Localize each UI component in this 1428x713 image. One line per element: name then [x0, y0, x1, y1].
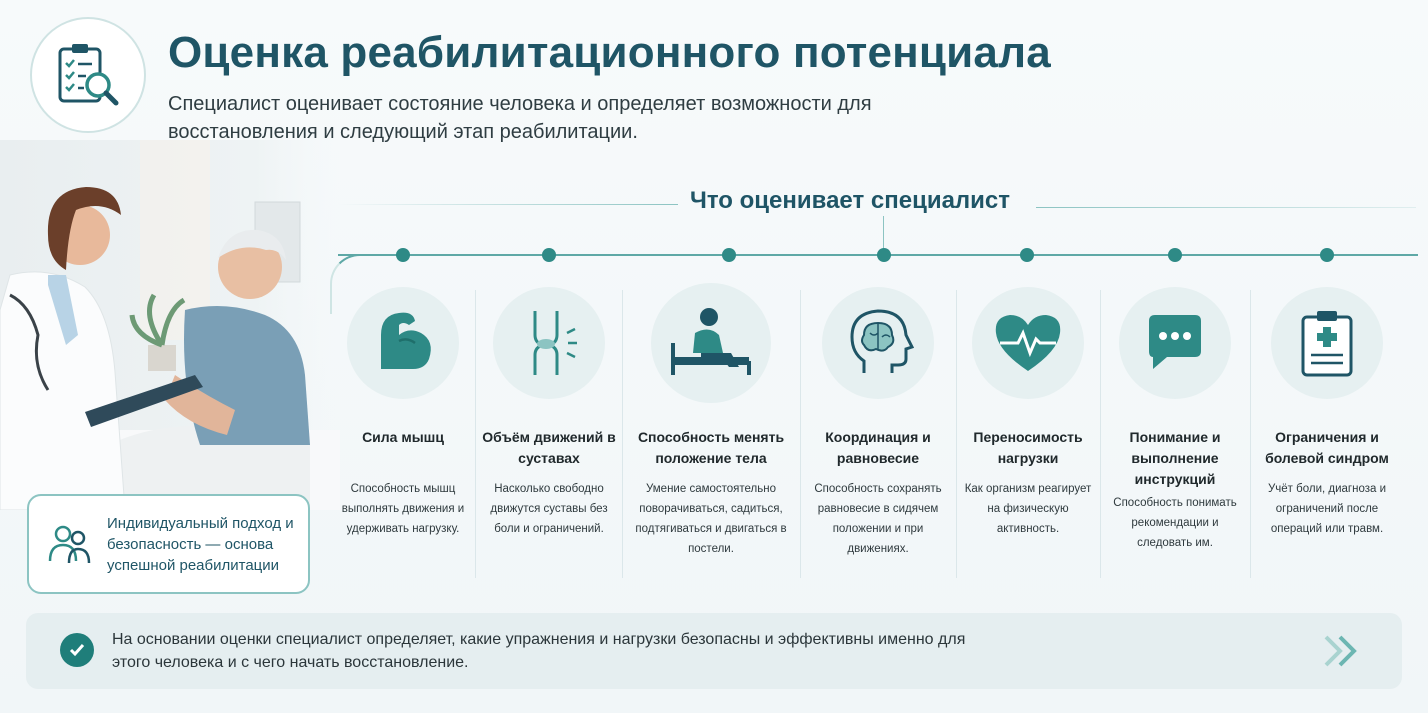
- card-description: Насколько свободно движутся суставы без …: [490, 483, 608, 535]
- page-subtitle: Специалист оценивает состояние человека …: [168, 93, 872, 143]
- card-divider: [1100, 290, 1101, 578]
- card-title: Способность менять положение тела: [637, 429, 785, 466]
- section-line-right: [1036, 207, 1416, 208]
- card-divider: [956, 290, 957, 578]
- timeline-dot: [1020, 248, 1034, 262]
- patient-in-bed-icon: [671, 308, 751, 375]
- card-divider: [1250, 290, 1251, 578]
- card-load-tolerance: Переносимость нагрузки Как организм реаг…: [956, 287, 1100, 579]
- timeline-dot: [542, 248, 556, 262]
- card-divider: [800, 290, 801, 578]
- timeline-dot: [722, 248, 736, 262]
- chat-bubble-icon: [1149, 315, 1201, 369]
- timeline-dot: [877, 248, 891, 262]
- timeline-stem: [883, 216, 884, 254]
- people-icon: [48, 525, 91, 564]
- card-title: Ограничения и болевой синдром: [1265, 429, 1389, 466]
- double-chevron-right-icon: [1324, 635, 1357, 667]
- conclusion-text: На основании оценки специалист определяе…: [112, 631, 966, 671]
- head-brain-icon: [850, 309, 914, 373]
- conclusion-bar: [26, 613, 1402, 689]
- logo: [30, 17, 146, 133]
- timeline-dot: [1168, 248, 1182, 262]
- card-title: Координация и равновесие: [825, 429, 931, 466]
- card-title: Переносимость нагрузки: [973, 429, 1083, 466]
- card-understanding-instructions: Понимание и выполнение инструкций Способ…: [1100, 287, 1250, 579]
- card-pain-limitations: Ограничения и болевой синдром Учёт боли,…: [1252, 287, 1402, 579]
- card-description: Способность понимать рекомендации и след…: [1113, 497, 1237, 549]
- card-description: Способность сохранять равновесие в сидяч…: [814, 483, 942, 555]
- card-muscle-strength: Сила мышц Способность мышц выполнять дви…: [328, 287, 478, 579]
- card-title: Понимание и выполнение инструкций: [1129, 429, 1221, 487]
- individual-approach-badge: Индивидуальный подход и безопасность — о…: [27, 494, 310, 594]
- badge-text: Индивидуальный подход и безопасность — о…: [107, 514, 294, 574]
- muscle-arm-icon: [381, 312, 431, 369]
- check-circle-icon: [60, 633, 94, 667]
- clipboard-checklist-search-icon: [58, 44, 119, 106]
- card-coordination: Координация и равновесие Способность сох…: [800, 287, 956, 579]
- medical-clipboard-icon: [1301, 311, 1353, 377]
- card-description: Как организм реагирует на физическую акт…: [964, 483, 1092, 535]
- section-line-left: [338, 204, 678, 205]
- card-description: Учёт боли, диагноза и ограничений после …: [1267, 483, 1387, 535]
- heart-pulse-icon: [995, 315, 1061, 371]
- card-change-position: Способность менять положение тела Умение…: [622, 283, 800, 579]
- card-title: Объём движений в суставах: [482, 429, 616, 466]
- knee-joint-icon: [533, 311, 577, 375]
- card-joint-range: Объём движений в суставах Насколько своб…: [476, 287, 622, 579]
- card-divider: [475, 290, 476, 578]
- timeline-dot: [1320, 248, 1334, 262]
- page-title: Оценка реабилитационного потенциала: [168, 28, 1051, 77]
- card-description: Способность мышц выполнять движения и уд…: [341, 483, 465, 535]
- card-description: Умение самостоятельно поворачиваться, са…: [635, 483, 787, 555]
- card-title: Сила мышц: [362, 429, 444, 445]
- card-divider: [622, 290, 623, 578]
- timeline-dot: [396, 248, 410, 262]
- section-title: Что оценивает специалист: [690, 187, 1011, 214]
- doctor-patient-illustration: [0, 140, 340, 510]
